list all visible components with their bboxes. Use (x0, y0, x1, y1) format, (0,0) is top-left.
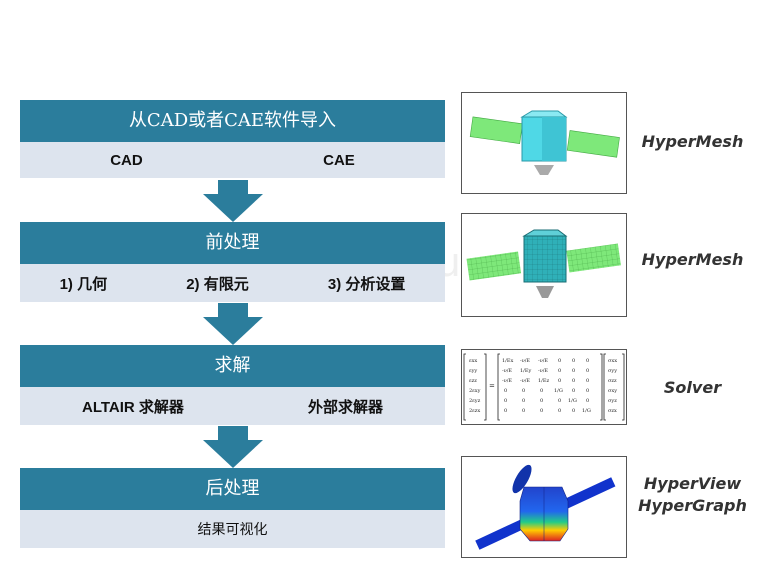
stage-body: 结果可视化 (20, 510, 445, 548)
svg-text:2εxy: 2εxy (469, 388, 481, 394)
tool-label-hyperview-hypergraph: HyperView HyperGraph (638, 474, 747, 515)
svg-text:0: 0 (540, 388, 543, 394)
svg-text:=: = (489, 382, 495, 390)
stage-item-cae: CAE (323, 151, 355, 169)
solver-matrix-image: εxx εyy εzz 2εxy 2εyz 2εzx = 1/Ex -ν/E -ν/E 0 0 0… (461, 349, 627, 425)
svg-text:0: 0 (522, 388, 525, 394)
stage-item-analysis-setup: 3) 分析设置 (327, 275, 406, 293)
svg-text:0: 0 (572, 368, 575, 374)
svg-text:1/Ez: 1/Ez (538, 378, 550, 384)
stage-item-altair-solver: ALTAIR 求解器 (82, 398, 184, 416)
stage-title: 后处理 (20, 468, 445, 510)
svg-text:0: 0 (540, 408, 543, 414)
stage-body: 1) 几何 2) 有限元 3) 分析设置 (20, 264, 445, 302)
svg-text:0: 0 (558, 378, 561, 384)
svg-text:0: 0 (586, 368, 589, 374)
svg-text:0: 0 (522, 408, 525, 414)
svg-text:σzx: σzx (608, 408, 617, 414)
svg-text:-ν/E: -ν/E (538, 358, 548, 364)
svg-text:0: 0 (572, 378, 575, 384)
svg-text:σxy: σxy (608, 388, 617, 394)
svg-text:σyz: σyz (608, 398, 617, 404)
svg-text:1/G: 1/G (568, 398, 577, 404)
tool-label-hypermesh-2: HyperMesh (641, 250, 744, 269)
svg-text:0: 0 (586, 388, 589, 394)
svg-text:0: 0 (586, 398, 589, 404)
svg-text:σyy: σyy (608, 368, 617, 374)
svg-text:0: 0 (522, 398, 525, 404)
svg-text:σxx: σxx (608, 358, 617, 364)
svg-text:σzz: σzz (608, 378, 617, 384)
stage-item-geometry: 1) 几何 (59, 275, 108, 293)
tool-label-hypermesh-1: HyperMesh (641, 132, 744, 151)
svg-text:0: 0 (540, 398, 543, 404)
satellite-mesh-image (461, 213, 627, 317)
svg-text:1/Ex: 1/Ex (502, 358, 514, 364)
svg-text:0: 0 (572, 408, 575, 414)
svg-text:0: 0 (558, 408, 561, 414)
svg-text:εzz: εzz (469, 378, 477, 384)
svg-text:0: 0 (586, 378, 589, 384)
svg-text:2εyz: 2εyz (469, 398, 481, 404)
svg-text:εxx: εxx (469, 358, 477, 364)
stage-solve: 求解 ALTAIR 求解器 外部求解器 (20, 345, 445, 425)
svg-text:0: 0 (558, 368, 561, 374)
svg-text:1/Ey: 1/Ey (520, 368, 532, 374)
svg-text:0: 0 (504, 398, 507, 404)
stage-title: 求解 (20, 345, 445, 387)
svg-text:εyy: εyy (469, 368, 477, 374)
svg-text:0: 0 (504, 388, 507, 394)
svg-text:-ν/E: -ν/E (502, 378, 512, 384)
stage-title: 从CAD或者CAE软件导入 (20, 100, 445, 142)
svg-text:0: 0 (572, 358, 575, 364)
svg-text:-ν/E: -ν/E (538, 368, 548, 374)
stage-title: 前处理 (20, 222, 445, 264)
svg-text:-ν/E: -ν/E (520, 378, 530, 384)
result-contour-image (461, 456, 627, 558)
svg-text:1/G: 1/G (582, 408, 591, 414)
svg-text:-ν/E: -ν/E (502, 368, 512, 374)
stage-body: CAD CAE (20, 142, 445, 178)
stage-body: ALTAIR 求解器 外部求解器 (20, 387, 445, 425)
stage-item-cad: CAD (110, 151, 143, 169)
svg-text:1/G: 1/G (554, 388, 563, 394)
svg-text:2εzx: 2εzx (469, 408, 480, 414)
stage-import: 从CAD或者CAE软件导入 CAD CAE (20, 100, 445, 178)
stage-item-fem: 2) 有限元 (186, 275, 249, 293)
stage-item-external-solver: 外部求解器 (307, 398, 383, 416)
svg-text:0: 0 (558, 358, 561, 364)
tool-label-solver: Solver (663, 378, 722, 397)
svg-text:0: 0 (558, 398, 561, 404)
stage-postprocess: 后处理 结果可视化 (20, 468, 445, 548)
stage-preprocess: 前处理 1) 几何 2) 有限元 3) 分析设置 (20, 222, 445, 302)
svg-text:-ν/E: -ν/E (520, 358, 530, 364)
svg-text:0: 0 (504, 408, 507, 414)
svg-text:0: 0 (586, 358, 589, 364)
svg-text:0: 0 (572, 388, 575, 394)
satellite-image (461, 92, 627, 194)
stage-item-visualization: 结果可视化 (197, 521, 268, 537)
